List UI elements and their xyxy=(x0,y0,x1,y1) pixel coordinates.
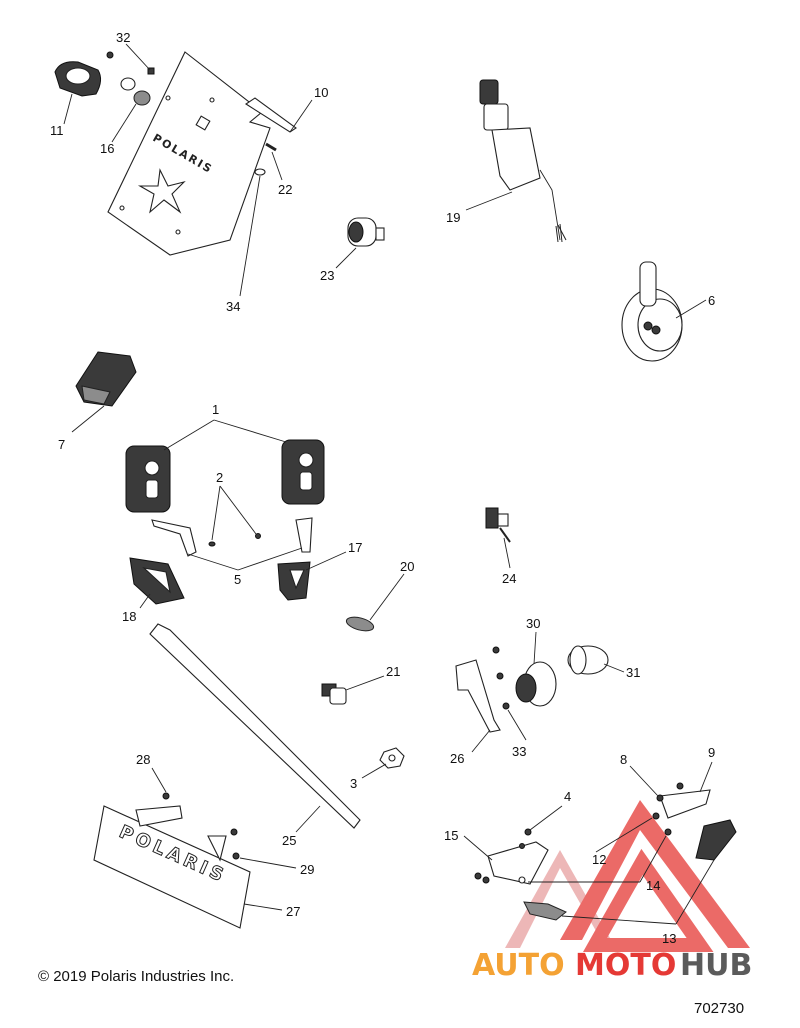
washer-part-16 xyxy=(120,77,151,106)
callout-2: 2 xyxy=(216,470,223,485)
screw-part-8 xyxy=(656,794,664,802)
callout-27: 27 xyxy=(286,904,300,919)
mirror-part-1-left xyxy=(125,445,171,513)
callout-25: 25 xyxy=(282,833,296,848)
mounting-plate-part-10: POLARIS xyxy=(107,51,297,256)
grommet-part-20 xyxy=(345,616,375,632)
steering-switch-part-19 xyxy=(479,79,567,243)
screw-part-32 xyxy=(106,51,155,75)
callout-15: 15 xyxy=(444,828,458,843)
callout-17: 17 xyxy=(348,540,362,555)
callout-31: 31 xyxy=(626,665,640,680)
diagram-code: 702730 xyxy=(694,1000,745,1017)
bracket-part-5 xyxy=(151,517,313,557)
callout-9: 9 xyxy=(708,745,715,760)
callout-28: 28 xyxy=(136,752,150,767)
bracket-part-26 xyxy=(455,646,501,733)
callout-3: 3 xyxy=(350,776,357,791)
nut-part-3 xyxy=(379,747,405,769)
callout-29: 29 xyxy=(300,862,314,877)
watermark-text: AUTO MOTO HUB xyxy=(472,948,752,983)
bracket-part-15 xyxy=(474,841,549,885)
clip-part-22 xyxy=(265,142,277,152)
screw-part-29 xyxy=(230,828,240,860)
callout-24: 24 xyxy=(502,571,516,586)
connector-part-23 xyxy=(347,217,385,247)
watermark-hub: HUB xyxy=(680,948,752,983)
callout-6: 6 xyxy=(708,293,715,308)
connector-part-21 xyxy=(321,683,347,705)
callout-21: 21 xyxy=(386,664,400,679)
callout-7: 7 xyxy=(58,437,65,452)
light-part-7 xyxy=(75,351,137,407)
callout-13: 13 xyxy=(662,931,676,946)
callout-10: 10 xyxy=(314,85,328,100)
reflector-part-18 xyxy=(129,557,185,605)
reflector-part-17 xyxy=(277,561,311,601)
watermark-auto: AUTO xyxy=(472,948,565,983)
screw-part-2 xyxy=(208,533,261,547)
ring-part-31 xyxy=(567,645,609,675)
callout-32: 32 xyxy=(116,30,130,45)
light-part-30 xyxy=(496,661,557,707)
screw-part-4 xyxy=(524,828,532,836)
washer-part-14 xyxy=(518,828,672,884)
callout-33: 33 xyxy=(512,744,526,759)
light-part-13 xyxy=(523,819,737,921)
bracket-part-9 xyxy=(659,782,711,819)
callout-23: 23 xyxy=(320,268,334,283)
valve-part-24 xyxy=(485,507,511,543)
callout-11: 11 xyxy=(50,123,64,138)
nut-part-12 xyxy=(652,812,660,820)
washer-part-33 xyxy=(502,702,510,710)
screw-part-28 xyxy=(162,792,170,800)
callout-4: 4 xyxy=(564,789,571,804)
callout-26: 26 xyxy=(450,751,464,766)
callout-30: 30 xyxy=(526,616,540,631)
callout-19: 19 xyxy=(446,210,460,225)
strip-part-25 xyxy=(149,623,361,829)
copyright-notice: © 2019 Polaris Industries Inc. xyxy=(38,968,235,985)
rivet-part-34 xyxy=(254,168,266,176)
horn-part-6 xyxy=(621,261,683,362)
callout-14: 14 xyxy=(646,878,660,893)
callout-5: 5 xyxy=(234,572,241,587)
knob-part-11 xyxy=(54,61,102,97)
callout-1: 1 xyxy=(212,402,219,417)
callout-18: 18 xyxy=(122,609,136,624)
watermark-logo xyxy=(505,800,750,952)
callout-34: 34 xyxy=(226,299,240,314)
watermark-moto: MOTO xyxy=(575,948,676,983)
callout-16: 16 xyxy=(100,141,114,156)
callout-12: 12 xyxy=(592,852,606,867)
mirror-part-1-right xyxy=(281,439,325,505)
callout-20: 20 xyxy=(400,559,414,574)
callout-22: 22 xyxy=(278,182,292,197)
license-plate-part-27: POLARIS xyxy=(93,805,251,929)
callout-8: 8 xyxy=(620,752,627,767)
